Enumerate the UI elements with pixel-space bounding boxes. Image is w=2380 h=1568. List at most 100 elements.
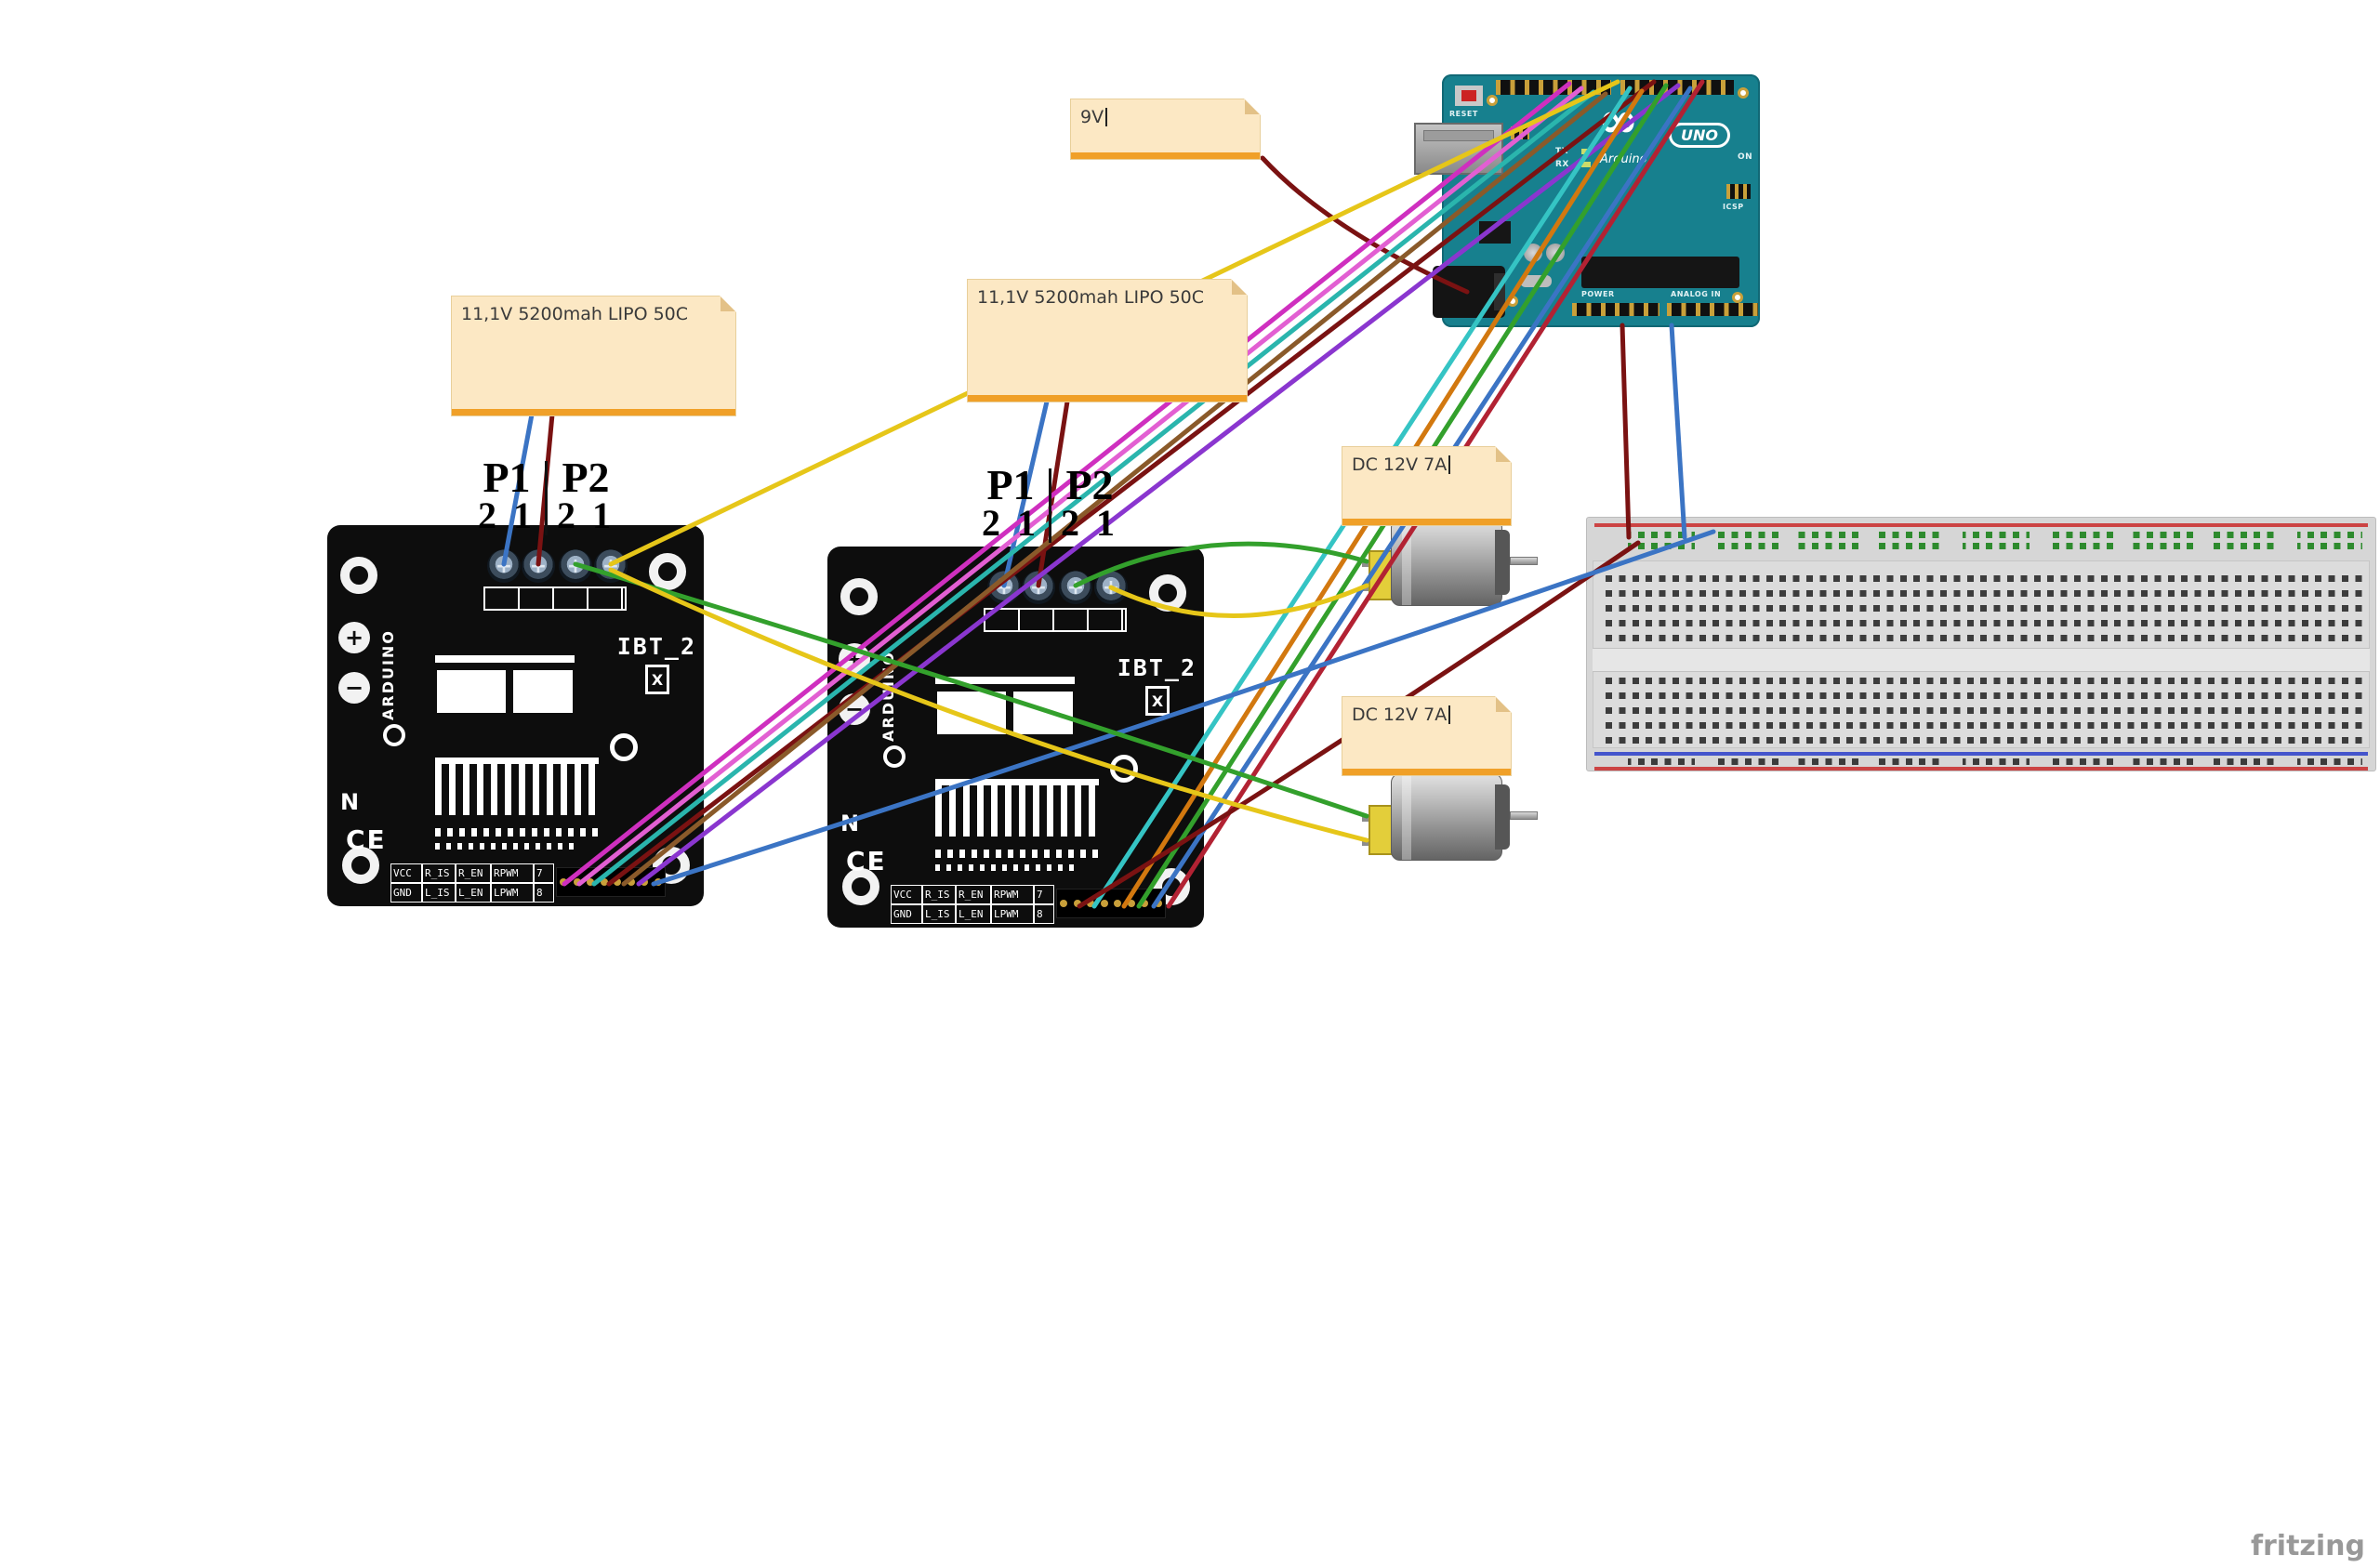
reset-label: RESET	[1449, 110, 1478, 118]
breadboard-plus-rail-line-top	[1594, 523, 2368, 527]
pin-table-cell: LPWM	[991, 904, 1034, 924]
ibt2-driver-board-1[interactable]: ARDUINO + − X N CE IBT_2 VCCR_ISR_ENRPWM…	[327, 525, 704, 906]
mcu-chip	[1581, 257, 1739, 288]
terminal-block	[483, 586, 627, 611]
port-p1-label-group: P1 2 1	[478, 456, 536, 536]
voltage-regulator	[1479, 221, 1511, 244]
board-model-label: IBT_2	[1117, 654, 1197, 681]
icsp2-header	[1511, 126, 1529, 139]
breadboard-plus-rail-line-bottom	[1594, 767, 2368, 771]
minus-terminal-icon: −	[338, 672, 370, 704]
motor-end-cap	[1495, 530, 1510, 595]
screw-terminal-b-minus[interactable]	[522, 549, 555, 583]
driver1-port-label[interactable]: P1 2 1 P2 2 1	[478, 456, 615, 536]
motor-highlight	[1402, 774, 1411, 860]
brand-logo-ring	[383, 724, 405, 746]
note-dc-motor-1[interactable]: DC 12V 7A	[1342, 446, 1512, 526]
minus-terminal-icon: −	[839, 693, 870, 725]
motor-connector-block	[1368, 805, 1393, 855]
note-accent-bar	[1071, 152, 1260, 159]
ce-mark: CE	[846, 846, 887, 876]
silkscreen-letter: N	[840, 810, 860, 837]
arduino-brand-text: Arduino	[1600, 152, 1647, 166]
driver2-port-label[interactable]: P1 2 1 P2 2 1	[982, 461, 1118, 544]
brand-logo-ring	[883, 745, 906, 768]
port-p2-name: P2	[1065, 461, 1114, 508]
mounting-hole	[649, 553, 686, 590]
pin-table-cell: 7	[534, 863, 554, 883]
screw-terminal-b-plus[interactable]	[987, 571, 1021, 604]
reset-button[interactable]	[1455, 86, 1483, 106]
note-dc-motor-2[interactable]: DC 12V 7A	[1342, 696, 1512, 776]
control-pin-header[interactable]	[556, 867, 666, 897]
control-pin-header[interactable]	[1056, 889, 1166, 918]
breadboard-hole-row	[1606, 692, 2364, 699]
mounting-hole	[340, 557, 377, 594]
breadboard[interactable]	[1586, 517, 2376, 771]
pin-table-cell: VCC	[891, 885, 922, 904]
pin-table-cell: L_EN	[956, 904, 991, 924]
note-fold-corner	[1245, 99, 1260, 114]
pin-table-cell: R_IS	[922, 885, 956, 904]
breadboard-hole-row	[1606, 590, 2364, 597]
port-p2-pins: 2 1	[1061, 501, 1118, 544]
dc-motor-1[interactable]	[1362, 513, 1538, 611]
note-lipo-2[interactable]: 11,1V 5200mah LIPO 50C	[967, 279, 1248, 402]
motor-connector-block	[1368, 550, 1393, 600]
uno-model-badge: UNO	[1669, 123, 1730, 148]
pin-table-cell: L_IS	[922, 904, 956, 924]
heatsink-fins	[435, 758, 599, 815]
note-fold-corner	[1496, 697, 1511, 712]
screw-terminal-m-plus[interactable]	[559, 549, 592, 583]
note-lipo-1[interactable]: 11,1V 5200mah LIPO 50C	[451, 296, 736, 416]
pin-table-cell: L_IS	[422, 883, 456, 903]
breadboard-minus-rail-line-bottom	[1594, 752, 2368, 756]
note-accent-bar	[968, 395, 1247, 402]
mounting-hole	[1738, 87, 1749, 99]
on-led-label: ON	[1738, 152, 1753, 162]
silkscreen-letter: N	[340, 789, 360, 815]
note-9v[interactable]: 9V	[1070, 99, 1261, 160]
note-fold-corner	[1496, 447, 1511, 462]
mounting-hole	[1487, 95, 1498, 106]
note-accent-bar	[1342, 769, 1511, 775]
dc-motor-2[interactable]	[1362, 768, 1538, 865]
screw-terminal-b-minus[interactable]	[1022, 571, 1055, 604]
text-cursor	[1448, 705, 1451, 724]
plus-terminal-icon: +	[839, 643, 870, 675]
note-fold-corner	[721, 296, 735, 311]
wire-arduino-breadboard-red[interactable]	[1620, 323, 1632, 540]
tx-led	[1581, 149, 1591, 154]
screw-terminal-b-plus[interactable]	[487, 549, 521, 583]
breadboard-hole-row	[1606, 737, 2364, 744]
port-p2-label-group: P2 2 1	[557, 456, 615, 535]
port-p1-pins: 2 1	[478, 494, 536, 536]
icsp-header	[1726, 184, 1751, 199]
header-pin	[1127, 900, 1135, 907]
screw-terminal-m-plus[interactable]	[1059, 571, 1092, 604]
mounting-hole	[840, 578, 878, 615]
header-pin	[1087, 900, 1095, 907]
capacitor	[1546, 244, 1565, 262]
note-accent-bar	[452, 409, 735, 415]
breadboard-hole-row	[1606, 635, 2364, 641]
arduino-uno-board[interactable]: RESET ICSP2 TX RX ∞ UNO Arduino ON ICSP …	[1414, 74, 1760, 327]
port-p1-pins: 2 1	[982, 501, 1039, 544]
breadboard-hole-row	[1606, 707, 2364, 714]
screw-terminal-m-minus[interactable]	[594, 549, 628, 583]
ibt2-driver-board-2[interactable]: ARDUINO + − X N CE IBT_2 VCCR_ISR_ENRPWM…	[827, 547, 1204, 928]
pin-table-cell: RPWM	[991, 885, 1034, 904]
port-label-divider	[1049, 468, 1051, 543]
tx-label: TX	[1555, 147, 1569, 156]
breadboard-hole-row	[1606, 722, 2364, 729]
breadboard-hole-row	[1606, 575, 2364, 582]
silkscreen-ring	[610, 733, 638, 761]
wire-arduino-breadboard-blue[interactable]	[1669, 323, 1687, 540]
screw-terminal-m-minus[interactable]	[1094, 571, 1128, 604]
digital-pin-header-left	[1496, 80, 1611, 95]
breadboard-top-rail-holes-1	[1611, 532, 2362, 538]
usb-connector	[1414, 123, 1503, 175]
plus-terminal-icon: +	[338, 622, 370, 653]
pin-table-cell: 8	[1034, 904, 1054, 924]
